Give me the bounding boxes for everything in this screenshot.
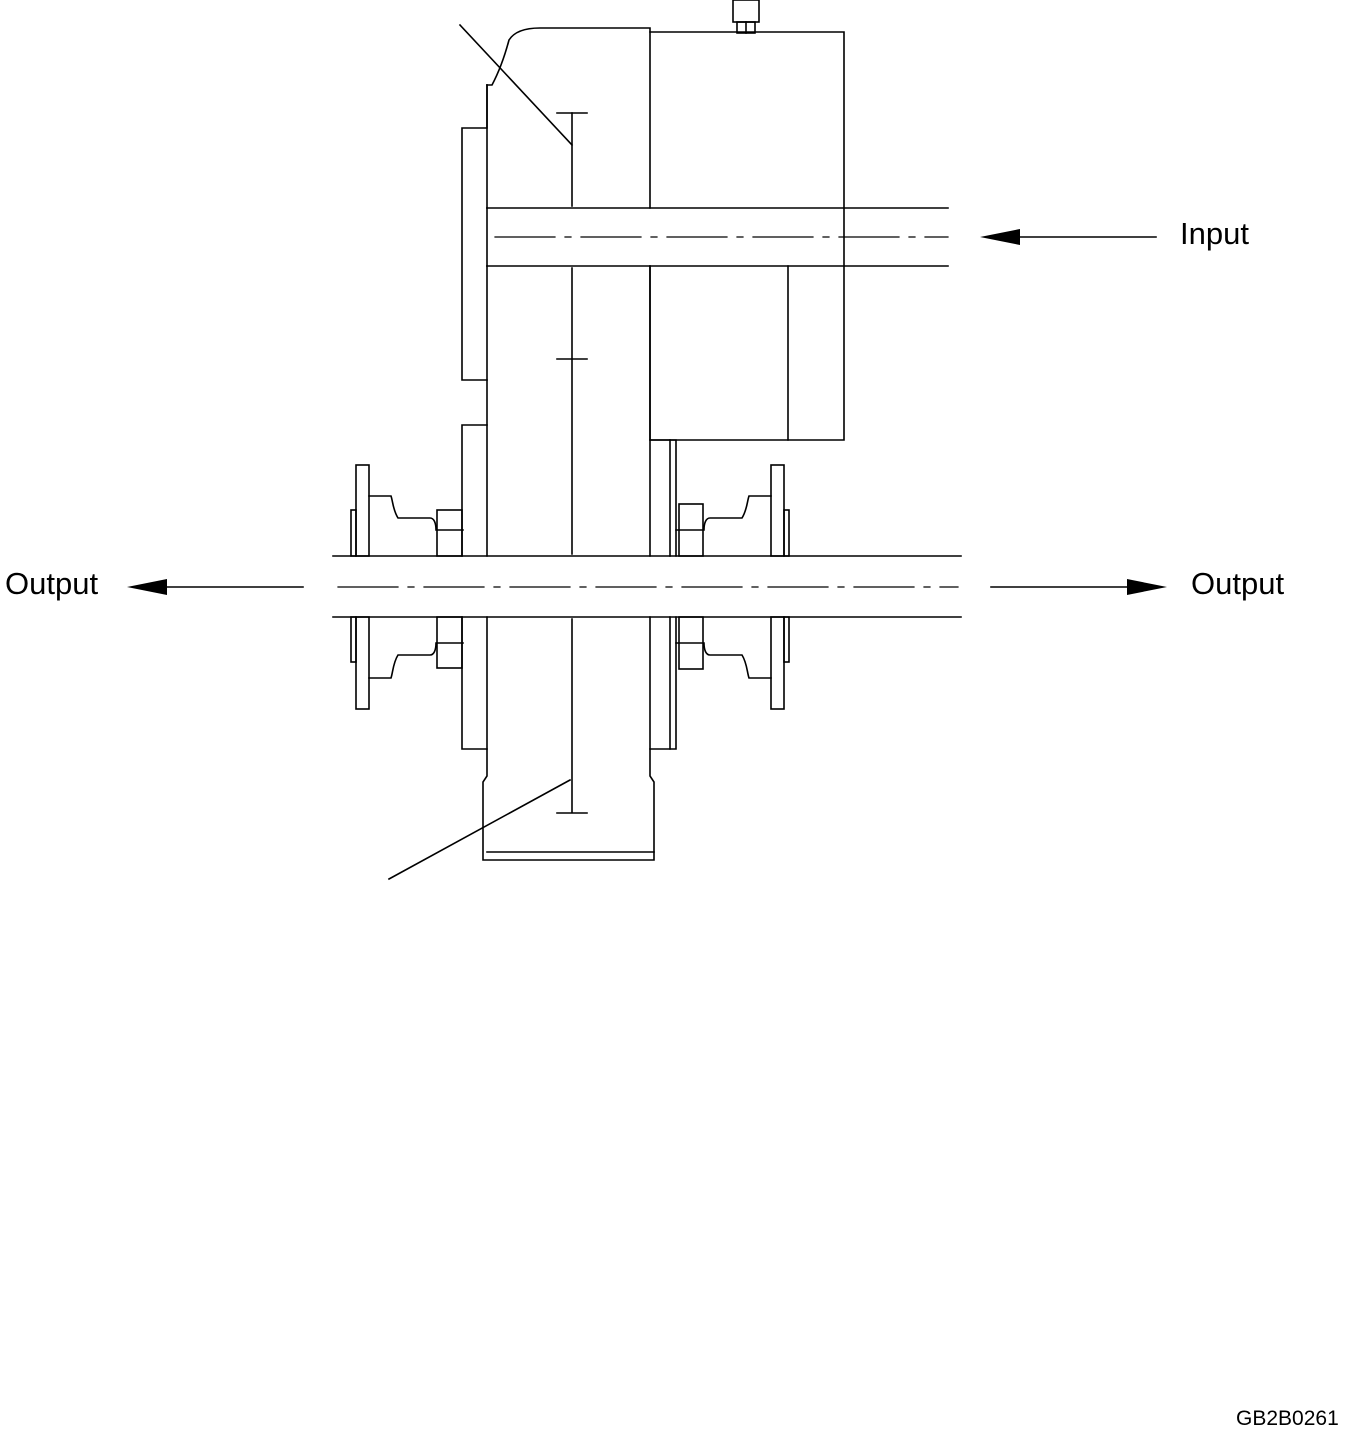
output-arrow-left xyxy=(127,579,304,595)
output-shaft xyxy=(332,555,962,618)
breather-plug xyxy=(732,0,760,34)
upper-housing xyxy=(461,27,845,557)
right-output-flange xyxy=(675,464,790,710)
lower-housing xyxy=(461,424,677,861)
drawing-code: GB2B0261 xyxy=(1236,1407,1339,1430)
left-output-flange xyxy=(350,464,464,710)
input-shaft xyxy=(486,207,949,267)
output-arrow-right xyxy=(990,579,1167,595)
output-label-left: Output xyxy=(5,566,99,601)
input-label: Input xyxy=(1180,216,1249,251)
leader-line-top xyxy=(458,23,574,147)
leader-line-bottom xyxy=(387,778,572,881)
gear-center-line xyxy=(556,112,588,814)
leader-lines xyxy=(387,23,574,881)
output-label-right: Output xyxy=(1191,566,1285,601)
input-arrow xyxy=(980,229,1157,245)
